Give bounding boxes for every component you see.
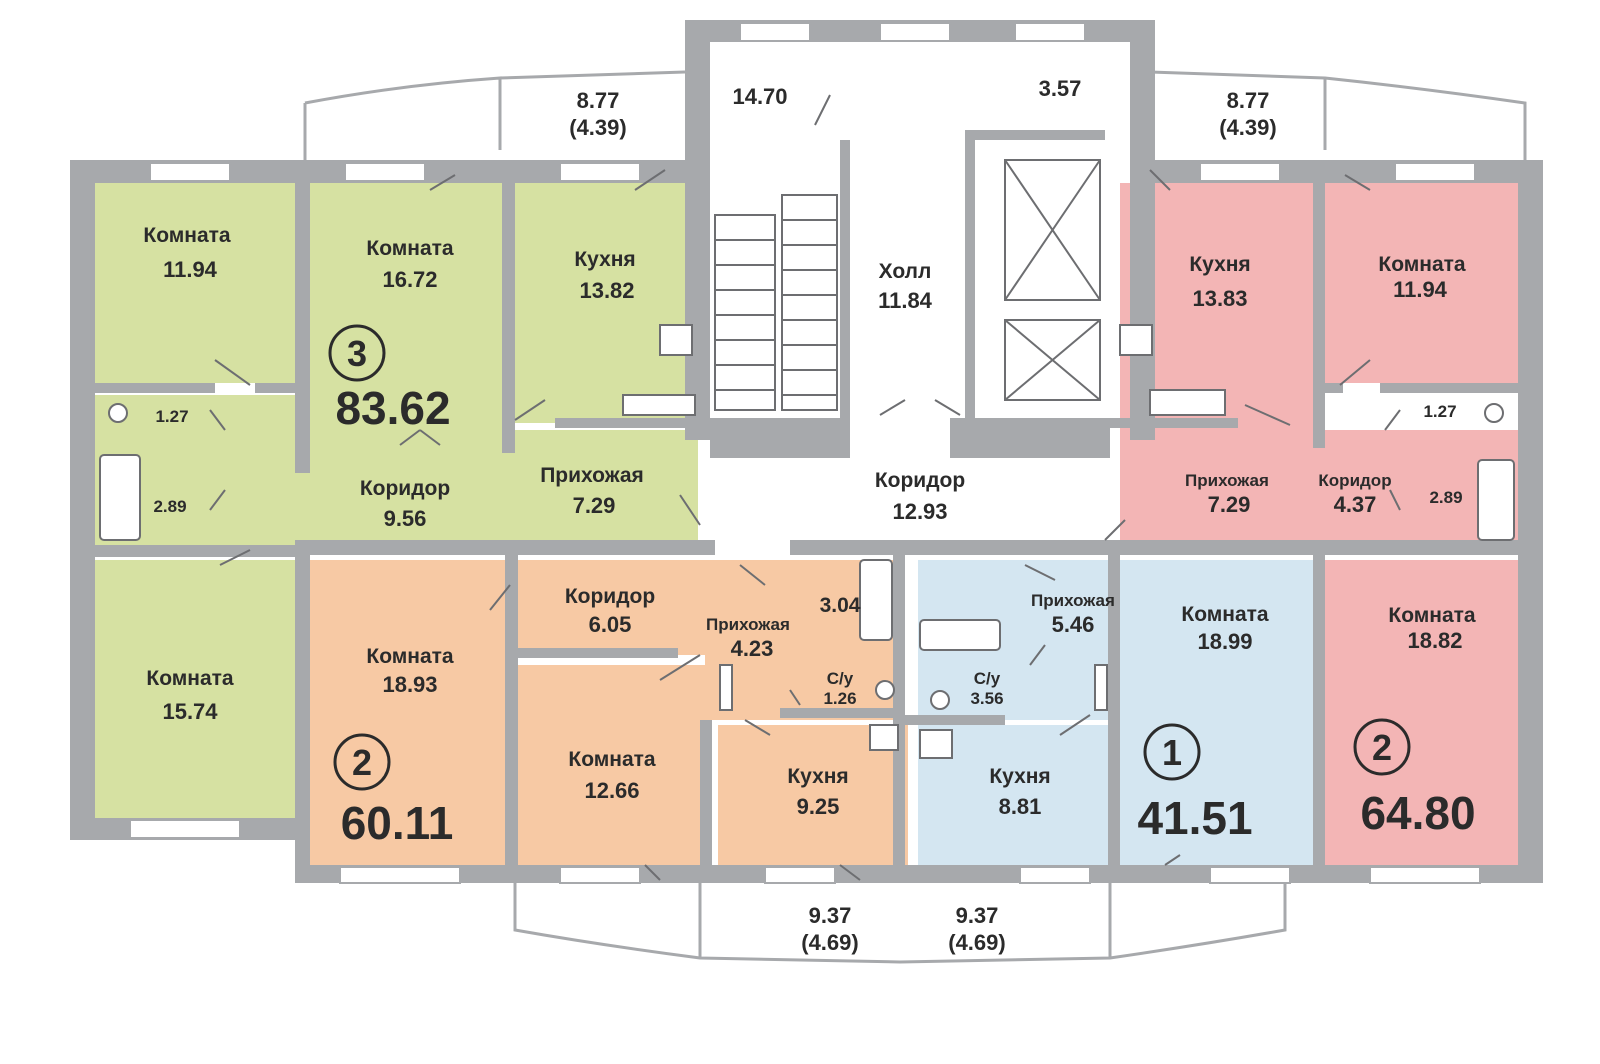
hall-name: Холл <box>879 260 932 283</box>
apt2l-kitchen-area: 9.25 <box>797 794 840 819</box>
apt2l-kitchen-name: Кухня <box>787 765 848 788</box>
balcony-top-left-reduced: (4.39) <box>569 115 626 140</box>
apt3-corridor-area: 9.56 <box>384 506 427 531</box>
apt3-rooms-count: 3 <box>347 333 367 374</box>
balcony-top-right-area: 8.77 <box>1227 88 1270 113</box>
apt2r-room-a-area: 11.94 <box>1393 277 1448 302</box>
balcony-top-left-area: 8.77 <box>577 88 620 113</box>
apt2l-hallway-area: 4.23 <box>731 636 774 661</box>
apt2l-room-a-name: Комната <box>366 645 454 668</box>
apt3-rooms-badge <box>328 324 386 382</box>
apt1-rooms-badge <box>1143 723 1201 781</box>
apt3-kitchen-name: Кухня <box>574 248 635 271</box>
apt1-total-area: 41.51 <box>1137 792 1252 844</box>
apt2r-rooms-count: 2 <box>1372 727 1392 768</box>
windows <box>129 22 1481 884</box>
apt3-hallway-name: Прихожая <box>540 464 644 487</box>
balcony-top-right-reduced: (4.39) <box>1219 115 1276 140</box>
apt2l-hallway-name: Прихожая <box>706 615 790 634</box>
apt1-hallway-area: 5.46 <box>1052 612 1095 637</box>
apt1-kitchen-area: 8.81 <box>999 794 1042 819</box>
apt2l-wc-name: С/у <box>827 669 854 688</box>
apt2l-corridor-name: Коридор <box>565 585 655 608</box>
apt2r-kitchen-name: Кухня <box>1189 253 1250 276</box>
apt3-room-c-name: Комната <box>146 667 234 690</box>
small-room-area: 3.57 <box>1039 76 1082 101</box>
apt2r-hallway-area: 7.29 <box>1208 492 1251 517</box>
hall-area: 11.84 <box>878 288 933 313</box>
apt3-room-b-name: Комната <box>366 237 454 260</box>
apt2l-room-b-area: 12.66 <box>584 778 639 803</box>
apt3-room-c-area: 15.74 <box>162 699 218 724</box>
apt2r-room-a-name: Комната <box>1378 253 1466 276</box>
balconies <box>303 70 1527 964</box>
staircase <box>714 194 838 411</box>
apt2r-wc-area: 1.27 <box>1423 402 1456 421</box>
apt2l-wc-area: 1.26 <box>823 689 856 708</box>
apt3-room-b-area: 16.72 <box>382 267 437 292</box>
apt1-bath-name: С/у <box>974 669 1001 688</box>
apt3-room-a-area: 11.94 <box>163 257 218 282</box>
apt2r-hallway-name: Прихожая <box>1185 471 1269 490</box>
apt3-corridor-name: Коридор <box>360 477 450 500</box>
apt2l-bath-area: 3.04 <box>820 594 861 617</box>
apt3-hallway-area: 7.29 <box>573 493 616 518</box>
apt1-room-area: 18.99 <box>1197 629 1252 654</box>
apt1-hallway-name: Прихожая <box>1031 591 1115 610</box>
doors <box>209 94 1401 881</box>
apt2l-room-a-area: 18.93 <box>382 672 437 697</box>
apt1-bath-area: 3.56 <box>970 689 1003 708</box>
apt2l-room-b-name: Комната <box>568 748 656 771</box>
elevator-shafts <box>1004 159 1101 401</box>
apt2r-room-b-area: 18.82 <box>1407 628 1462 653</box>
apt3-total-area: 83.62 <box>335 382 450 434</box>
apt2r-bath-area: 2.89 <box>1429 488 1462 507</box>
balcony-bottom-right-area: 9.37 <box>956 903 999 928</box>
apt2r-corridor-name: Коридор <box>1318 471 1391 490</box>
apt2r-rooms-badge <box>1353 718 1411 776</box>
apt2l-rooms-count: 2 <box>352 742 372 783</box>
apartment-1-zone <box>918 560 1315 865</box>
apt3-bath-area: 2.89 <box>153 497 186 516</box>
apt3-kitchen-area: 13.82 <box>579 278 634 303</box>
apt2r-total-area: 64.80 <box>1360 787 1475 839</box>
apt2l-corridor-area: 6.05 <box>589 612 632 637</box>
apt1-kitchen-name: Кухня <box>989 765 1050 788</box>
apartment-2-left-zone <box>310 560 908 865</box>
apt1-rooms-count: 1 <box>1162 732 1182 773</box>
stair-area: 14.70 <box>732 84 787 109</box>
balcony-bottom-left-reduced: (4.69) <box>801 930 858 955</box>
apt1-room-name: Комната <box>1181 603 1269 626</box>
apt2r-corridor-area: 4.37 <box>1334 492 1377 517</box>
apt2r-kitchen-area: 13.83 <box>1192 286 1247 311</box>
apt2l-total-area: 60.11 <box>341 797 454 849</box>
apt2r-room-b-name: Комната <box>1388 604 1476 627</box>
corridor-name: Коридор <box>875 469 965 492</box>
apt2l-rooms-badge <box>333 733 391 791</box>
apt3-wc-area: 1.27 <box>155 407 188 426</box>
corridor-area: 12.93 <box>892 499 947 524</box>
apt3-room-a-name: Комната <box>143 224 231 247</box>
fixtures <box>99 324 1515 759</box>
balcony-bottom-left-area: 9.37 <box>809 903 852 928</box>
balcony-bottom-right-reduced: (4.69) <box>948 930 1005 955</box>
